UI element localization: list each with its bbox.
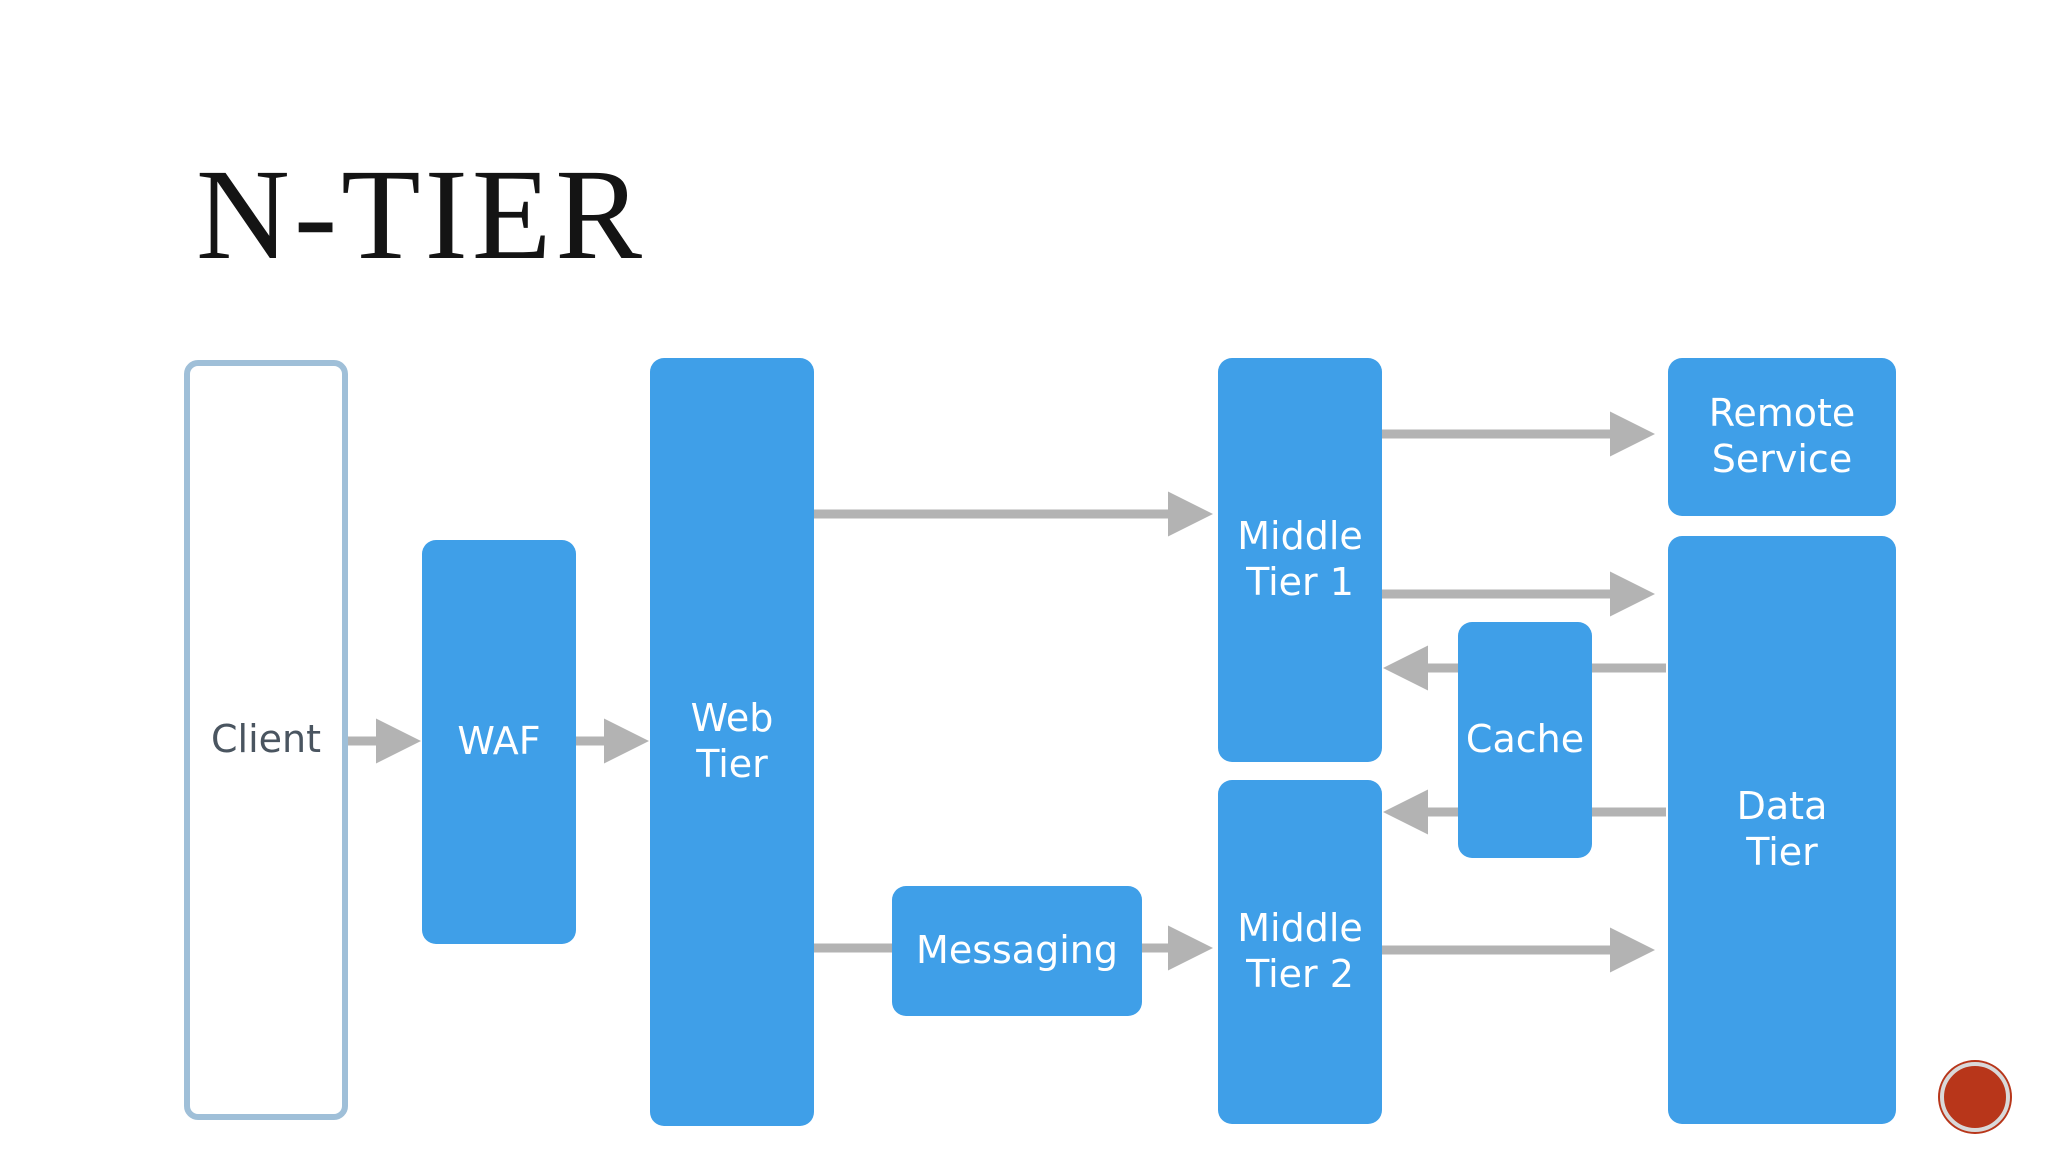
- slide-badge[interactable]: [1940, 1062, 2010, 1132]
- middle-tier-1-node: Middle Tier 1: [1218, 358, 1382, 762]
- slide-title: N-TIER: [196, 143, 646, 287]
- waf-node: WAF: [422, 540, 576, 944]
- cache-node: Cache: [1458, 622, 1592, 858]
- middle-tier-2-node: Middle Tier 2: [1218, 780, 1382, 1124]
- messaging-node: Messaging: [892, 886, 1142, 1016]
- data-tier-node: Data Tier: [1668, 536, 1896, 1124]
- client-node: Client: [184, 360, 348, 1120]
- web-tier-node: Web Tier: [650, 358, 814, 1126]
- remote-service-node: Remote Service: [1668, 358, 1896, 516]
